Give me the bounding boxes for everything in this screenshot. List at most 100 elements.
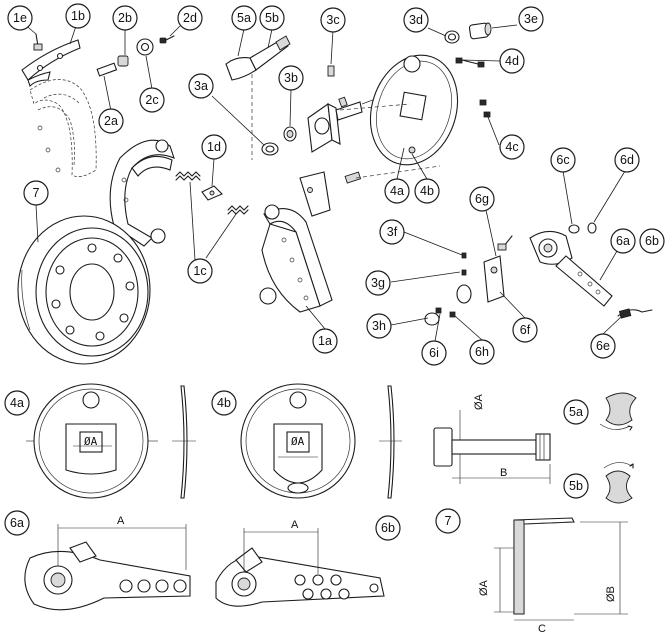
callout-6i: 6i (421, 340, 447, 366)
detail-4a-profile (172, 385, 196, 499)
detail-cam-5a (599, 392, 637, 431)
washer-6c-part (568, 224, 580, 234)
svg-text:4a: 4a (390, 184, 404, 198)
callout-3b: 3b (278, 65, 304, 91)
callout-5b: 5b (259, 5, 285, 31)
dim-cam-diameter: ØA (473, 393, 485, 410)
screw-1e-part (33, 33, 43, 51)
cap-3h-part (424, 312, 440, 326)
seal-3a-part (261, 142, 279, 156)
detail-4b-profile (379, 385, 402, 499)
callout-2d: 2d (177, 5, 203, 31)
camshaft-5a-part (225, 35, 291, 81)
bracket-6f-part (456, 255, 505, 304)
callout-1d: 1d (201, 134, 227, 160)
sensor-6e-part (617, 308, 653, 319)
callout-2b: 2b (112, 5, 138, 31)
svg-text:6h: 6h (475, 345, 489, 359)
callout-3e: 3e (518, 6, 544, 32)
svg-text:3a: 3a (194, 79, 208, 93)
callout-1c: 1c (187, 258, 213, 284)
callout-6e: 6e (590, 333, 616, 359)
lining-1b-part (21, 39, 81, 88)
svg-text:6i: 6i (429, 346, 439, 360)
callout-6d: 6d (614, 147, 640, 173)
svg-text:4b: 4b (420, 184, 434, 198)
detail-4b-plate (240, 383, 356, 499)
spring-1c-part (175, 171, 249, 215)
callout-7: 7 (23, 180, 49, 206)
leader-lines (22, 22, 626, 342)
bushing-3b-part (283, 126, 297, 142)
svg-text:1e: 1e (13, 11, 27, 25)
callout-detail-4b: 4b (211, 390, 237, 416)
dim-cam-length: B (500, 467, 507, 479)
callout-6a: 6a (610, 228, 636, 254)
svg-text:4d: 4d (505, 54, 519, 68)
brake-drum-7-part (17, 215, 151, 365)
callout-detail-6a: 6a (4, 510, 30, 536)
svg-text:6e: 6e (596, 339, 610, 353)
svg-text:3f: 3f (387, 225, 398, 239)
callout-6b: 6b (639, 228, 665, 254)
svg-text:3g: 3g (371, 276, 385, 290)
slack-adjuster-part (529, 230, 613, 307)
svg-text:1b: 1b (71, 9, 85, 23)
svg-text:5a: 5a (569, 405, 583, 419)
svg-text:6d: 6d (620, 153, 634, 167)
bolts-4d-part (455, 57, 485, 68)
seal-ring-3d-part (444, 30, 460, 44)
svg-text:3e: 3e (524, 12, 538, 26)
svg-text:6c: 6c (556, 153, 569, 167)
bolts-4c-part (479, 99, 491, 118)
svg-text:1a: 1a (318, 334, 332, 348)
detail-cam-5b (603, 462, 634, 504)
callout-4a: 4a (384, 178, 410, 204)
dim-lever-b: A (291, 519, 299, 531)
callout-6f: 6f (512, 317, 538, 343)
fitting-3c-part (327, 65, 335, 77)
svg-text:1d: 1d (207, 140, 221, 154)
svg-text:3b: 3b (284, 71, 298, 85)
callout-6c: 6c (550, 147, 576, 173)
clip-2d-part (159, 35, 175, 44)
svg-text:5b: 5b (265, 11, 279, 25)
svg-text:4a: 4a (10, 396, 24, 410)
callout-3d: 3d (403, 7, 429, 33)
pin-3f-part (461, 252, 467, 259)
svg-text:6a: 6a (616, 234, 630, 248)
callout-6h: 6h (469, 339, 495, 365)
callout-4b: 4b (414, 178, 440, 204)
callout-1e: 1e (7, 5, 33, 31)
grommet-3e-part (468, 22, 492, 40)
detail-drum-section (494, 517, 628, 621)
dim-drum-outer: ØB (605, 586, 617, 602)
detail-slack-adjuster-6b (215, 528, 385, 607)
callout-3a: 3a (188, 73, 214, 99)
svg-text:5b: 5b (569, 479, 583, 493)
dim-drum-width: C (538, 623, 546, 635)
callout-detail-5a: 5a (563, 399, 589, 425)
bolt-6g-part (497, 235, 513, 251)
callout-4c: 4c (499, 134, 525, 160)
dimension-labels: ØA ØA ØA B A A ØA ØB C (84, 393, 617, 635)
callout-3c: 3c (320, 7, 346, 33)
detail-4a-plate (26, 383, 158, 499)
dim-lever-a: A (117, 515, 125, 527)
svg-text:4b: 4b (217, 396, 231, 410)
bushing-2b-part (117, 55, 129, 67)
svg-text:6b: 6b (381, 521, 395, 535)
anchor-bracket-part (299, 171, 362, 217)
callout-1a: 1a (312, 328, 338, 354)
svg-text:2a: 2a (104, 114, 118, 128)
callout-2a: 2a (98, 108, 124, 134)
svg-text:3d: 3d (409, 13, 423, 27)
pin-2a-part (96, 62, 118, 77)
clip-1d-part (201, 185, 223, 201)
svg-text:7: 7 (33, 186, 40, 200)
dim-drum-inner: ØA (478, 579, 490, 596)
dim-plate-b: ØA (291, 435, 305, 448)
svg-text:3c: 3c (326, 13, 339, 27)
